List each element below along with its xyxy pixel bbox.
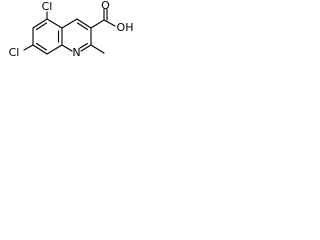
benzene-ring bbox=[32, 18, 63, 55]
bond-c8-c8a bbox=[46, 44, 63, 55]
bond-c4a-c5 bbox=[46, 18, 63, 29]
molecule-canvas: Cl Cl N O OH bbox=[0, 0, 148, 74]
bond-c3-carboxyl bbox=[90, 19, 105, 29]
pyridine-ring bbox=[61, 18, 92, 52]
atom-label-cl-top: Cl bbox=[42, 0, 53, 13]
bond-c7-cl bbox=[23, 44, 34, 51]
chemical-structure-diagram: Cl Cl N O OH bbox=[9, 0, 134, 59]
atom-label-ring-n: N bbox=[72, 46, 80, 59]
double-bond-c7-c8 bbox=[35, 42, 48, 51]
double-bond-c4-c3 bbox=[76, 22, 89, 31]
atom-label-o: O bbox=[101, 0, 110, 12]
bond-c4-c3 bbox=[76, 18, 92, 29]
bond-n1-c8a bbox=[61, 44, 73, 52]
bond-c7-c8 bbox=[32, 44, 48, 55]
double-bond-c2-n1 bbox=[79, 42, 89, 49]
atom-label-oh: OH bbox=[117, 21, 134, 34]
bond-c2-methyl bbox=[90, 44, 105, 54]
bond-c2-n1 bbox=[80, 44, 92, 52]
bond-c4a-c4 bbox=[61, 18, 78, 29]
atom-label-cl-left: Cl bbox=[9, 46, 20, 59]
bond-c5-c6 bbox=[32, 18, 48, 29]
bond-carboxyl-oh bbox=[103, 19, 116, 27]
double-bond-c5-c6 bbox=[35, 22, 48, 31]
substituents bbox=[23, 8, 116, 54]
